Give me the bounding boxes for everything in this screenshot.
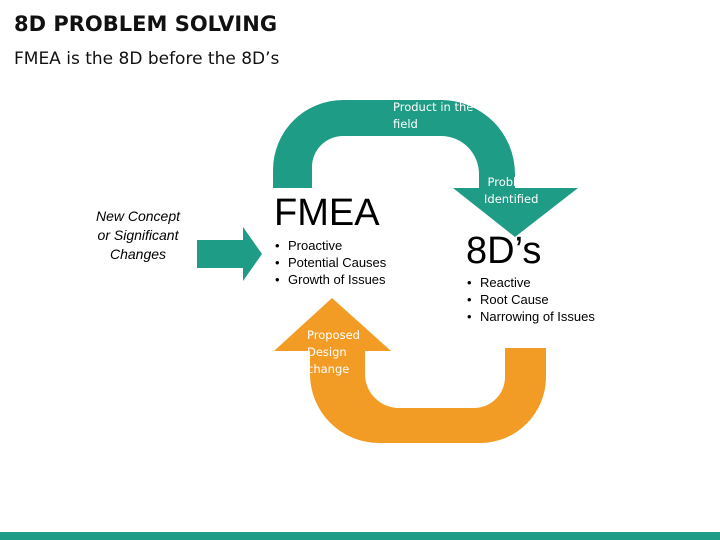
bottom-curved-arrow [274,298,546,443]
input-label-line: Changes [109,246,167,262]
bottom-arrow-label: Proposed Design change [307,327,360,378]
top-curved-arrow [273,100,578,237]
input-arrow [197,227,262,281]
bottom-arrow-label-line: Design [307,345,347,359]
top-arrow-label: Product in the field [393,99,473,133]
fmea-bullet: Proactive [275,237,386,254]
input-label-line: New Concept [95,208,181,224]
arrow-head-label: Problem Identified [484,174,538,208]
page-title: 8D PROBLEM SOLVING [14,12,278,36]
input-label: New Concept or Significant Changes [78,207,198,264]
eightd-bullet: Root Cause [467,291,595,308]
fmea-bullet: Growth of Issues [275,271,386,288]
fmea-title: FMEA [274,192,380,234]
fmea-bullet-list: Proactive Potential Causes Growth of Iss… [275,237,386,288]
bottom-arrow-label-line: change [307,362,350,376]
eightd-bullet: Reactive [467,274,595,291]
eightd-title: 8D’s [466,230,542,272]
top-arrow-label-line: field [393,117,418,131]
eightd-bullet: Narrowing of Issues [467,308,595,325]
eightd-bullet-list: Reactive Root Cause Narrowing of Issues [467,274,595,325]
top-arrow-label-line: Product in the [393,100,474,114]
arrow-head-label-line: Identified [484,192,539,206]
bottom-arrow-label-line: Proposed [307,328,360,342]
footer-bar [0,532,720,540]
fmea-bullet: Potential Causes [275,254,386,271]
input-label-line: or Significant [97,227,179,243]
arrow-head-label-line: Problem [487,175,535,189]
page-subtitle: FMEA is the 8D before the 8D’s [14,49,280,69]
